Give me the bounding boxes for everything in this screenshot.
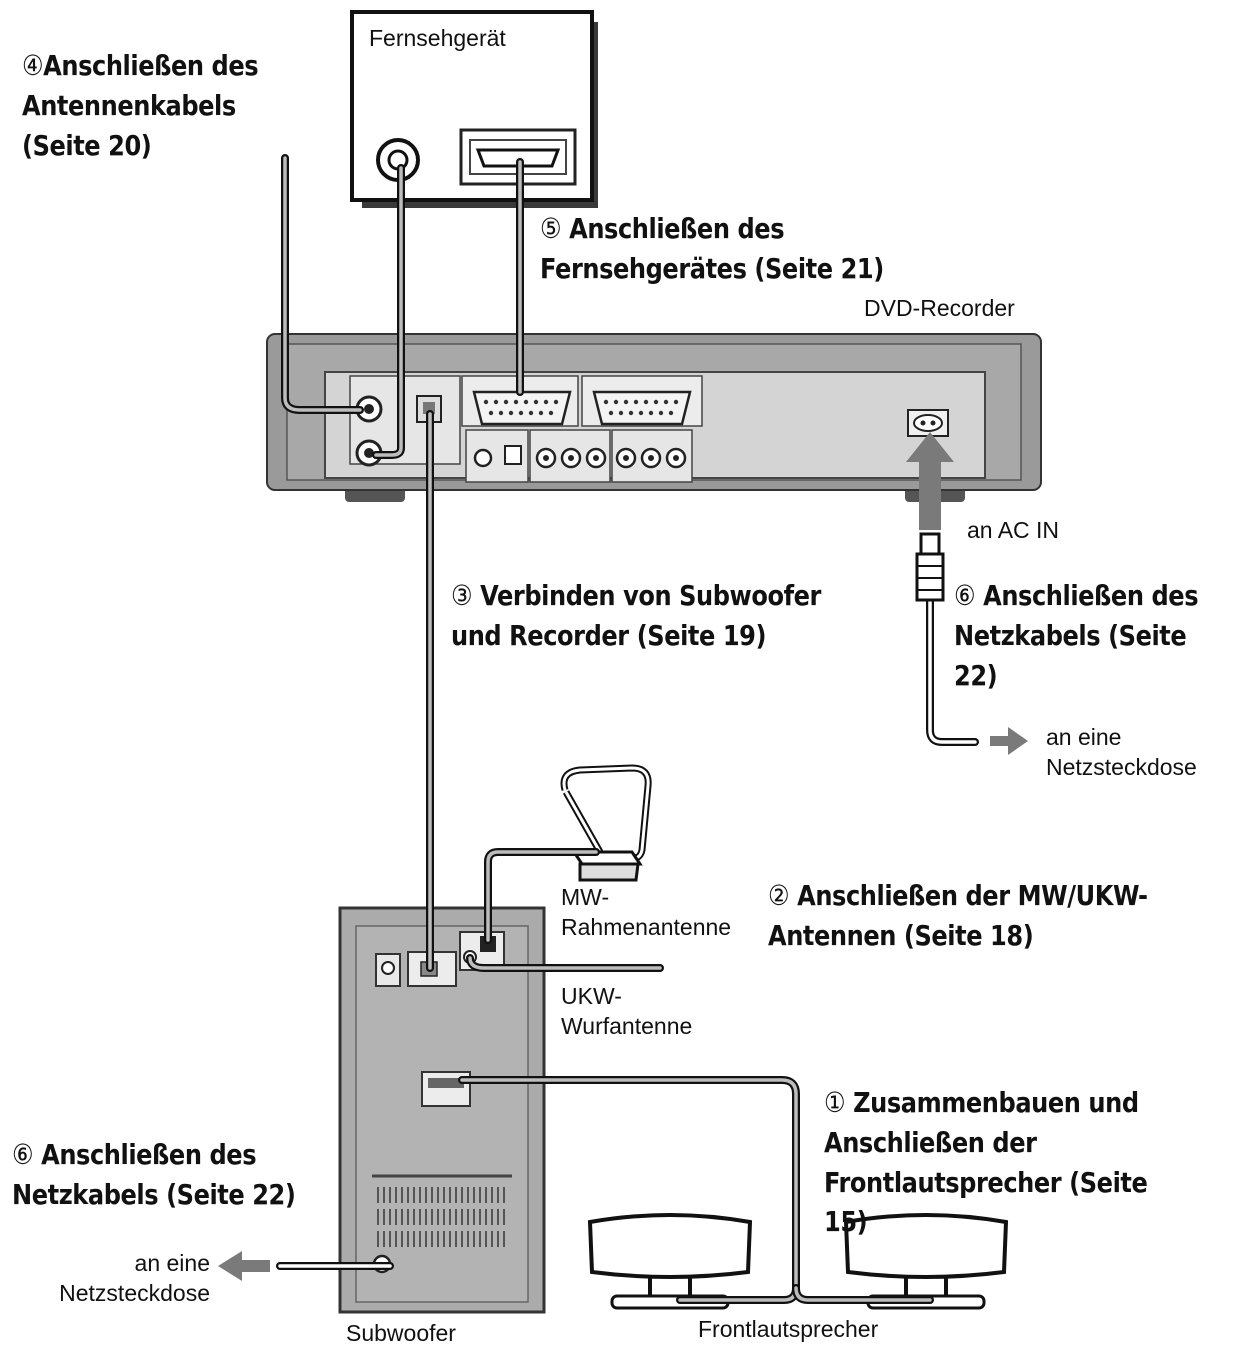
step-number: ① bbox=[824, 1086, 846, 1119]
outlet-left-label: an eine Netzsteckdose bbox=[59, 1250, 210, 1306]
step-text: Verbinden von Subwoofer und Recorder (Se… bbox=[451, 579, 821, 652]
outlet-right-label: an eine Netzsteckdose bbox=[1046, 724, 1197, 780]
step-number: ⑥ bbox=[12, 1138, 34, 1171]
step-number: ⑤ bbox=[540, 212, 562, 245]
arrow-up-icon bbox=[906, 432, 954, 530]
step-number: ④ bbox=[22, 49, 44, 82]
mw-loop-antenna bbox=[560, 764, 652, 882]
step-text: Anschließen des Fernsehgerätes (Seite 21… bbox=[540, 212, 884, 285]
scart-pins bbox=[483, 399, 679, 416]
step-text: Anschließen des Antennenkabels (Seite 20… bbox=[22, 49, 259, 162]
dvd-recorder-label: DVD-Recorder bbox=[864, 295, 1015, 321]
dvd-recorder-unit bbox=[266, 333, 1042, 502]
subwoofer-label: Subwoofer bbox=[346, 1320, 456, 1346]
step-number: ② bbox=[768, 879, 790, 912]
arrows bbox=[218, 432, 1028, 1281]
step-number: ⑥ bbox=[954, 579, 976, 612]
subwoofer-unit bbox=[338, 906, 546, 1314]
subwoofer-vents bbox=[377, 1187, 505, 1247]
mw-antenna-label: MW- Rahmenantenne bbox=[561, 884, 732, 940]
step-4-antenna-cable: ④Anschließen des Antennenkabels (Seite 2… bbox=[22, 46, 259, 165]
step-text: Anschließen des Netzkabels (Seite 22) bbox=[954, 579, 1199, 692]
step-text: Zusammenbauen und Anschließen der Frontl… bbox=[824, 1086, 1148, 1239]
step-text: Anschließen der MW/UKW- Antennen (Seite … bbox=[768, 879, 1148, 952]
step-number: ③ bbox=[451, 579, 473, 612]
step-5-tv-connection: ⑤ Anschließen des Fernsehgerätes (Seite … bbox=[540, 209, 884, 289]
step-6-power-cable-right: ⑥ Anschließen des Netzkabels (Seite 22) bbox=[954, 576, 1209, 695]
step-2-antennas: ② Anschließen der MW/UKW- Antennen (Seit… bbox=[768, 876, 1148, 956]
step-1-front-speakers: ① Zusammenbauen und Anschließen der Fron… bbox=[824, 1083, 1191, 1242]
arrow-right-icon bbox=[990, 727, 1028, 755]
tv-label: Fernsehgerät bbox=[369, 25, 506, 51]
step-text: Anschließen des Netzkabels (Seite 22) bbox=[12, 1138, 296, 1211]
step-6-power-cable-left: ⑥ Anschließen des Netzkabels (Seite 22) bbox=[12, 1135, 296, 1215]
arrow-left-icon bbox=[218, 1251, 270, 1281]
cables bbox=[276, 154, 979, 1304]
step-3-subwoofer-recorder: ③ Verbinden von Subwoofer und Recorder (… bbox=[451, 576, 821, 656]
front-speakers bbox=[587, 1213, 1009, 1310]
front-speakers-label: Frontlautsprecher bbox=[698, 1316, 879, 1342]
ac-in-label: an AC IN bbox=[967, 517, 1060, 543]
power-plug bbox=[915, 532, 945, 602]
ukw-antenna-label: UKW- Wurfantenne bbox=[561, 983, 693, 1039]
tv-unit bbox=[350, 10, 598, 208]
